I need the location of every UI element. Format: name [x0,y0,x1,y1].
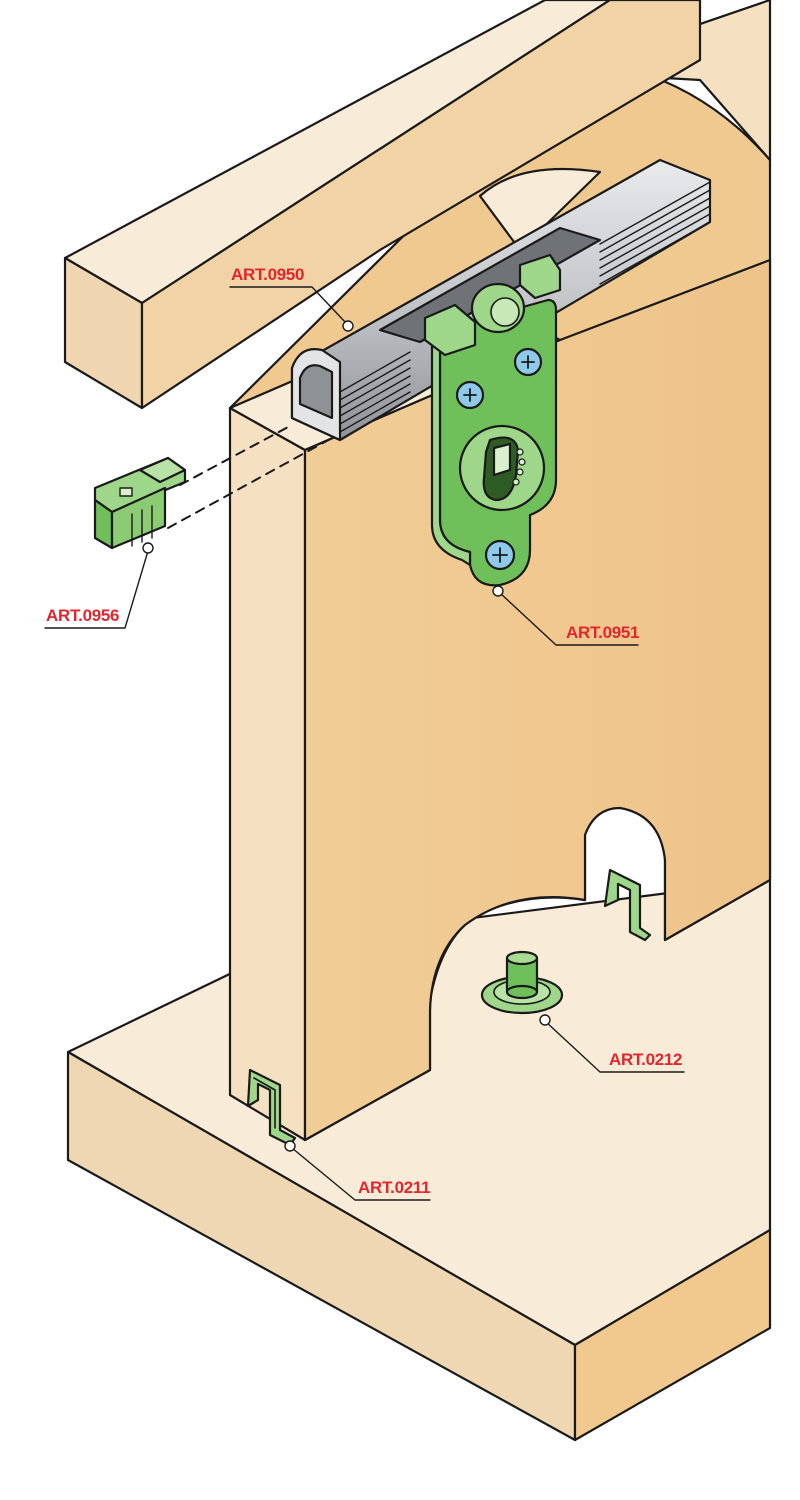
leader-art-0950 [229,286,347,324]
leader-art-0212 [544,1020,685,1073]
floor-guide-pin [480,950,564,1015]
leader-art-0211 [291,1147,431,1201]
label-art-0950: ART.0950 [231,265,304,284]
back-guide-channel [603,868,652,942]
back-panel-slot-top [478,167,602,252]
top-beam-side-face [140,0,702,410]
callout-labels: ART.0950 ART.0956 ART.0951 ART.0212 ART.… [46,265,683,1197]
leader-lines [44,286,685,1201]
rail-inner-shadow [298,364,334,420]
bracket-plate-edge [430,328,472,567]
label-art-0211: ART.0211 [358,1178,430,1197]
base-side-face [573,1228,772,1442]
leader-markers [142,320,551,1152]
top-beam [63,0,702,410]
label-art-0956: ART.0956 [46,606,119,625]
label-art-0951: ART.0951 [566,623,639,642]
door-front-face [303,258,772,1142]
leader-art-0951 [499,592,639,646]
leader-art-0956 [44,550,149,629]
rail-end-cap [93,456,187,550]
assembly-guide-lines [167,425,333,529]
door-edge-face [228,406,307,1142]
label-art-0212: ART.0212 [609,1050,682,1069]
bottom-guide-channel [246,1068,297,1147]
hanger-bracket [423,253,562,587]
